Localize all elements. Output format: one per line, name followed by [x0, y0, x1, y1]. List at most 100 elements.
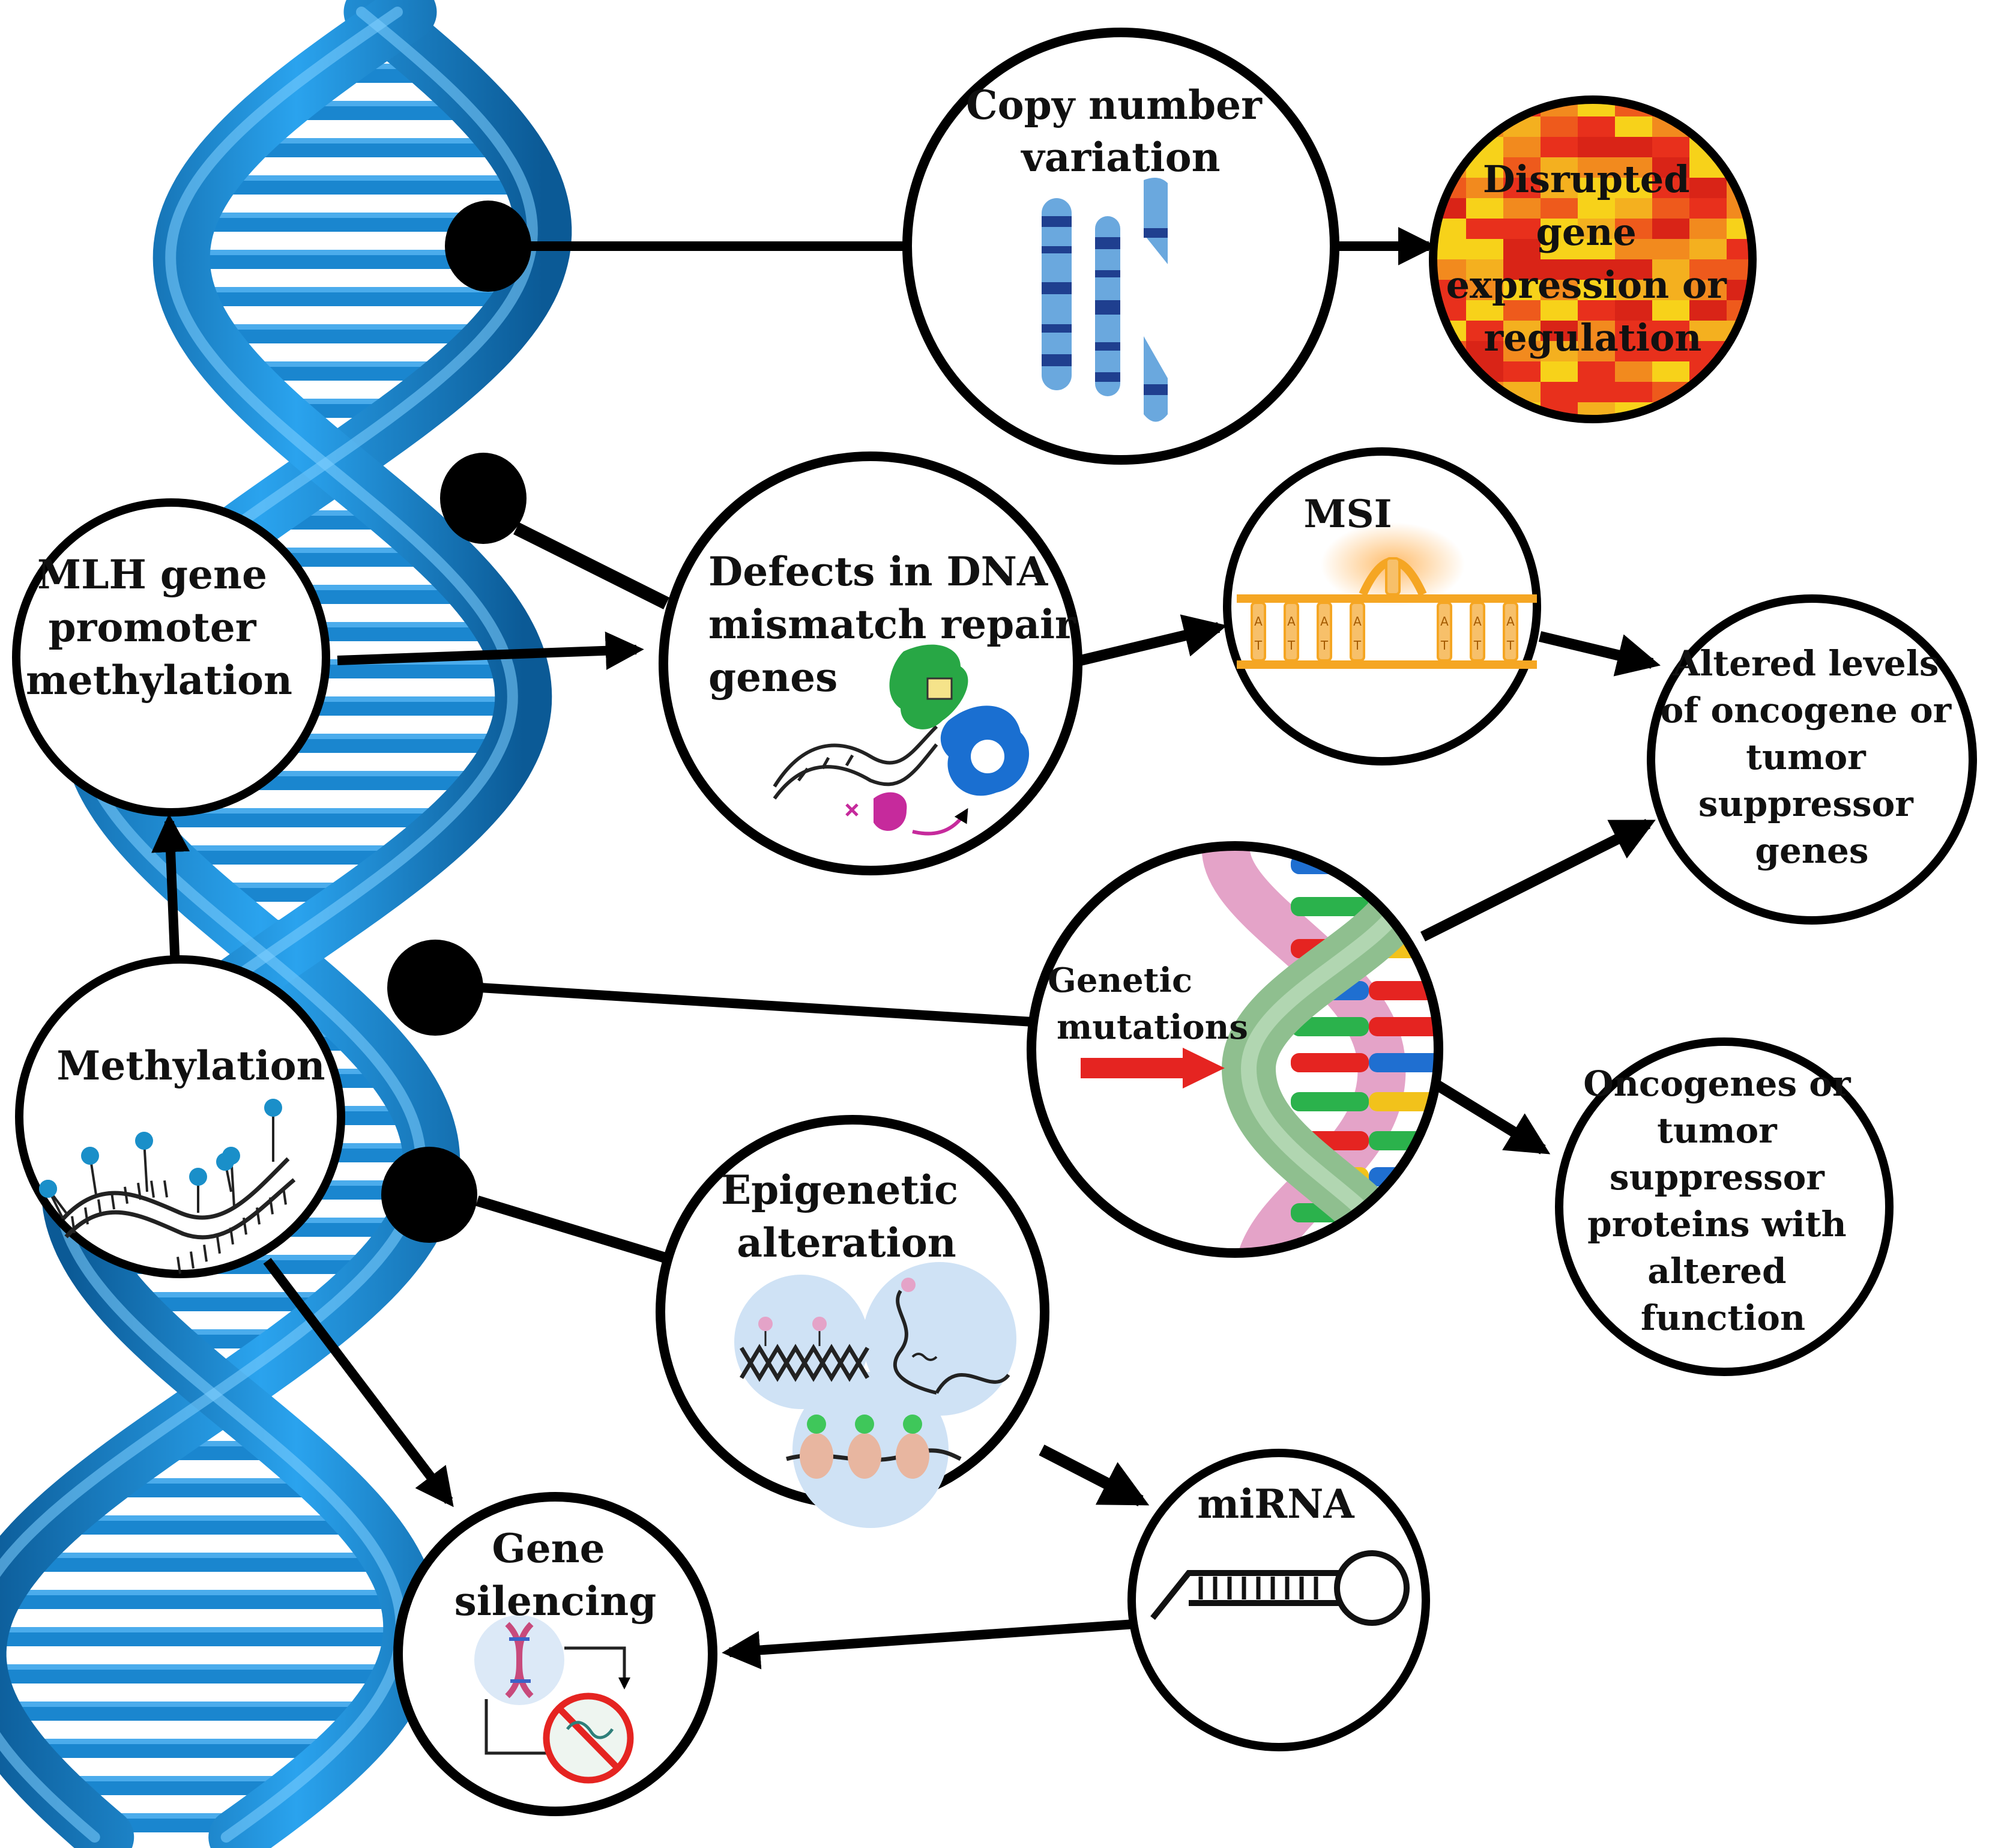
node-label-line: expression or	[1446, 263, 1728, 307]
methyl-ladder-rung	[190, 1251, 195, 1269]
arrow-mlh-mmr	[337, 631, 644, 670]
node-label-line: Methylation	[56, 1042, 325, 1089]
mutation-arrow-icon	[1081, 1048, 1225, 1089]
node-label-line: tumor	[1746, 737, 1867, 778]
methyl-ladder-rung	[84, 1207, 89, 1225]
heatmap-cell	[1466, 321, 1504, 342]
heatmap-cell	[1727, 423, 1764, 444]
heatmap-cell	[1541, 198, 1578, 219]
heatmap-cell	[1615, 116, 1653, 137]
methyl-ladder-rung	[229, 1227, 234, 1245]
msi-base-letter: A	[1287, 614, 1296, 629]
dna-base-pair-highlight	[88, 1813, 258, 1819]
arrow-mutations-proteins	[1427, 1076, 1551, 1155]
heatmap-cell	[1652, 300, 1690, 321]
heatmap-cell	[1541, 219, 1578, 240]
methyl-ladder-rungs	[71, 1180, 287, 1274]
arrow-methylation-mlh	[151, 814, 190, 968]
heatmap-cell	[1615, 178, 1653, 199]
node-label: Defects in DNA mismatch repair genes	[708, 548, 1090, 701]
heatmap-cell	[1578, 259, 1616, 280]
arrow-mirna-silencing	[722, 1619, 1135, 1670]
heatmap-cell	[1541, 157, 1578, 178]
methyl-ladder-rung	[203, 1245, 208, 1262]
arrow-methylation-silencing	[263, 1258, 454, 1508]
msi-base-pair	[1350, 602, 1365, 662]
heatmap-cell	[1615, 341, 1653, 362]
node-label: Disrupted gene expression or regulation	[1446, 157, 1740, 360]
heatmap-cell	[1541, 300, 1578, 321]
methyl-groups	[39, 1099, 282, 1219]
heatmap-cell	[1503, 321, 1541, 342]
msi-base-letter: A	[1473, 614, 1482, 629]
heatmap-cell	[1578, 361, 1616, 382]
node-mlh-promoter-methylation: MLH gene promoter methylation	[12, 498, 330, 817]
dna-base-pair-highlight	[0, 1702, 381, 1707]
arrow-epigenetic-mirna	[1039, 1445, 1150, 1506]
heatmap-cell	[1689, 239, 1727, 260]
junction-dot-epigenetic	[381, 1147, 477, 1243]
heatmap-cell	[1727, 402, 1752, 419]
heatmap-cell	[1541, 280, 1578, 301]
heatmap-cell	[1689, 280, 1727, 301]
node-label-line: mutations	[1057, 1007, 1248, 1047]
heatmap-cell	[1503, 259, 1541, 280]
junction-dot-cnv	[445, 201, 531, 292]
chromosome-icon	[1042, 178, 1168, 422]
heatmap-cell	[1727, 239, 1752, 260]
heatmap-cell	[1541, 259, 1578, 280]
node-label-line: regulation	[1484, 316, 1702, 360]
msi-base-letter: A	[1320, 614, 1329, 629]
methylated-dna-icon	[39, 1099, 296, 1274]
heatmap-cell	[1433, 100, 1467, 117]
dna-base-pair-highlight	[93, 1478, 333, 1484]
heatmap-cell	[1503, 361, 1541, 382]
mutation-base-pair-right	[1369, 855, 1438, 874]
arrow-mmr-msi	[1079, 614, 1228, 666]
heatmap-cell	[1615, 300, 1653, 321]
heatmap-cell	[1466, 178, 1504, 199]
mutation-base-pair-left	[1291, 1092, 1369, 1111]
dna-base-pair-highlight	[205, 175, 534, 181]
heatmap-cell	[1615, 321, 1653, 342]
node-label-line: MLH gene	[37, 551, 267, 598]
connectors	[151, 227, 1661, 1670]
dna-strand-b	[41, 0, 552, 1848]
node-label: Copy number variation	[966, 82, 1276, 181]
heatmap-cell	[1578, 178, 1616, 199]
heatmap-cell	[1466, 100, 1504, 117]
node-label: MLH gene promoter methylation	[26, 551, 292, 704]
heatmap-cell	[1578, 321, 1616, 342]
mirna-hairpin-icon	[1150, 1550, 1410, 1626]
methyl-ladder-rung	[163, 1180, 168, 1198]
node-label-line: genes	[708, 654, 838, 701]
gene-silencing-icon	[474, 1615, 634, 1784]
node-altered-levels: Altered levels of oncogene or tumor supp…	[1647, 594, 1977, 925]
node-label-line: promoter	[48, 604, 256, 651]
heatmap-cell	[1689, 198, 1727, 219]
heatmap-cell	[1689, 178, 1727, 199]
msi-base-pair	[1503, 602, 1518, 662]
msi-base-letter: T	[1320, 638, 1329, 653]
heatmap-cell	[1578, 137, 1616, 158]
junction-dot-mmr	[440, 453, 527, 544]
node-label-line: Defects in DNA	[708, 548, 1048, 595]
heatmap-cell	[1689, 100, 1727, 117]
node-label-line: mismatch repair	[708, 601, 1076, 648]
node-label-line: altered	[1647, 1251, 1786, 1291]
node-label-line: Epigenetic	[721, 1167, 958, 1213]
heatmap-cell	[1578, 423, 1616, 444]
node-genetic-mutations: Genetic mutations	[1027, 841, 1443, 1258]
methyl-ladder-rung	[124, 1186, 128, 1204]
node-label-line: Genetic	[1048, 961, 1192, 1000]
heatmap-cell	[1466, 300, 1504, 321]
node-label: Oncogenes or tumor suppressor proteins w…	[1583, 1063, 1863, 1338]
heatmap-cell	[1433, 361, 1467, 382]
heatmap-cell	[1433, 402, 1467, 419]
node-label-line: miRNA	[1197, 1481, 1354, 1527]
msi-base-letter: A	[1254, 614, 1263, 629]
dna-double-helix	[0, 0, 572, 1848]
heatmap-cell	[1466, 219, 1504, 240]
heatmap-cell	[1652, 157, 1690, 178]
heatmap-cell	[1429, 423, 1467, 444]
